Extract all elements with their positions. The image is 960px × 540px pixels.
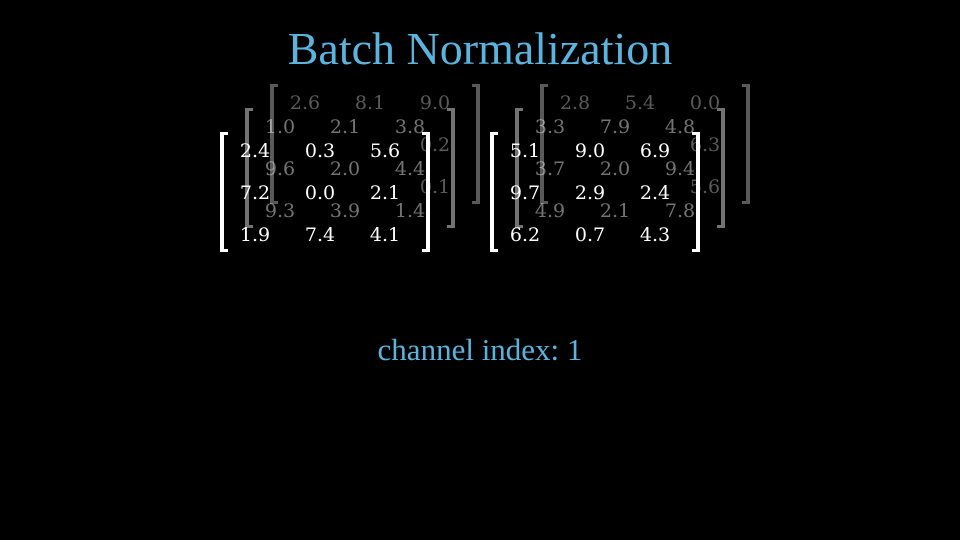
- matrix-cell: 7.4: [304, 224, 336, 246]
- matrix-bracket-left: [220, 132, 228, 252]
- matrix-cell: 2.6: [289, 92, 321, 114]
- matrix-cell: 2.0: [329, 158, 361, 180]
- matrix-bracket-left: [270, 84, 278, 204]
- matrix-cell: 6.2: [509, 224, 541, 246]
- matrix-cell: 2.9: [574, 182, 606, 204]
- matrix-cell: 3.7: [534, 158, 566, 180]
- matrix-cell: 2.4: [239, 140, 271, 162]
- matrix-cell: 5.4: [624, 92, 656, 114]
- matrix-cell: 2.8: [559, 92, 591, 114]
- matrix-bracket-right: [447, 108, 455, 228]
- matrix-cell: 3.8: [394, 116, 426, 138]
- channel-matrix-1: 1.0 2.1 3.8 9.6 2.0 4.4 9.3 3.9 1.4: [245, 108, 455, 228]
- matrix-cell: 4.1: [369, 224, 401, 246]
- channel-matrix-2: 2.4 0.3 5.6 7.2 0.0 2.1 1.9 7.4 4.1: [220, 132, 430, 252]
- matrix-cell: 1.0: [264, 116, 296, 138]
- channel-matrix-2: 5.1 9.0 6.9 9.7 2.9 2.4 6.2 0.7 4.3: [490, 132, 700, 252]
- matrix-cell: 9.6: [264, 158, 296, 180]
- channel-matrix-1: 3.3 7.9 4.8 3.7 2.0 9.4 4.9 2.1 7.8: [515, 108, 725, 228]
- matrix-cell: 4.9: [534, 200, 566, 222]
- matrix-bracket-right: [692, 132, 700, 252]
- matrix-bracket-left: [515, 108, 523, 228]
- channel-index-label: channel index: 1: [377, 332, 583, 367]
- matrix-cell: 1.4: [394, 200, 426, 222]
- matrix-cell: 0.7: [574, 224, 606, 246]
- matrix-bracket-right: [717, 108, 725, 228]
- matrix-cell: 3.3: [534, 116, 566, 138]
- matrix-cell: 9.0: [419, 92, 451, 114]
- matrix-cell: 7.9: [599, 116, 631, 138]
- matrix-cell: 8.1: [354, 92, 386, 114]
- matrix-cell: 5.6: [369, 140, 401, 162]
- matrix-cell: 2.1: [599, 200, 631, 222]
- matrix-cell: 7.2: [239, 182, 271, 204]
- matrix-bracket-right: [472, 84, 480, 204]
- matrix-cell: 1.9: [239, 224, 271, 246]
- matrix-cell: 3.9: [329, 200, 361, 222]
- matrix-cell: 6.9: [639, 140, 671, 162]
- matrix-cell: 7.8: [664, 200, 696, 222]
- matrix-cell: 9.3: [264, 200, 296, 222]
- matrix-cell: 0.0: [689, 92, 721, 114]
- matrix-bracket-left: [245, 108, 253, 228]
- matrix-bracket-right: [742, 84, 750, 204]
- matrix-cell: 2.1: [329, 116, 361, 138]
- matrix-cell: 4.3: [639, 224, 671, 246]
- matrix-cell: 9.7: [509, 182, 541, 204]
- matrix-cell: 2.1: [369, 182, 401, 204]
- slide-title: Batch Normalization: [287, 23, 673, 74]
- matrix-cell: 2.4: [639, 182, 671, 204]
- matrix-cell: 4.4: [394, 158, 426, 180]
- matrix-cell: 0.3: [304, 140, 336, 162]
- matrix-cell: 4.8: [664, 116, 696, 138]
- matrix-cell: 2.0: [599, 158, 631, 180]
- matrix-bracket-left: [540, 84, 548, 204]
- matrix-cell: 9.4: [664, 158, 696, 180]
- matrix-cell: 9.0: [574, 140, 606, 162]
- matrix-bracket-right: [422, 132, 430, 252]
- matrix-cell: 0.0: [304, 182, 336, 204]
- matrix-cell: 5.1: [509, 140, 541, 162]
- matrix-bracket-left: [490, 132, 498, 252]
